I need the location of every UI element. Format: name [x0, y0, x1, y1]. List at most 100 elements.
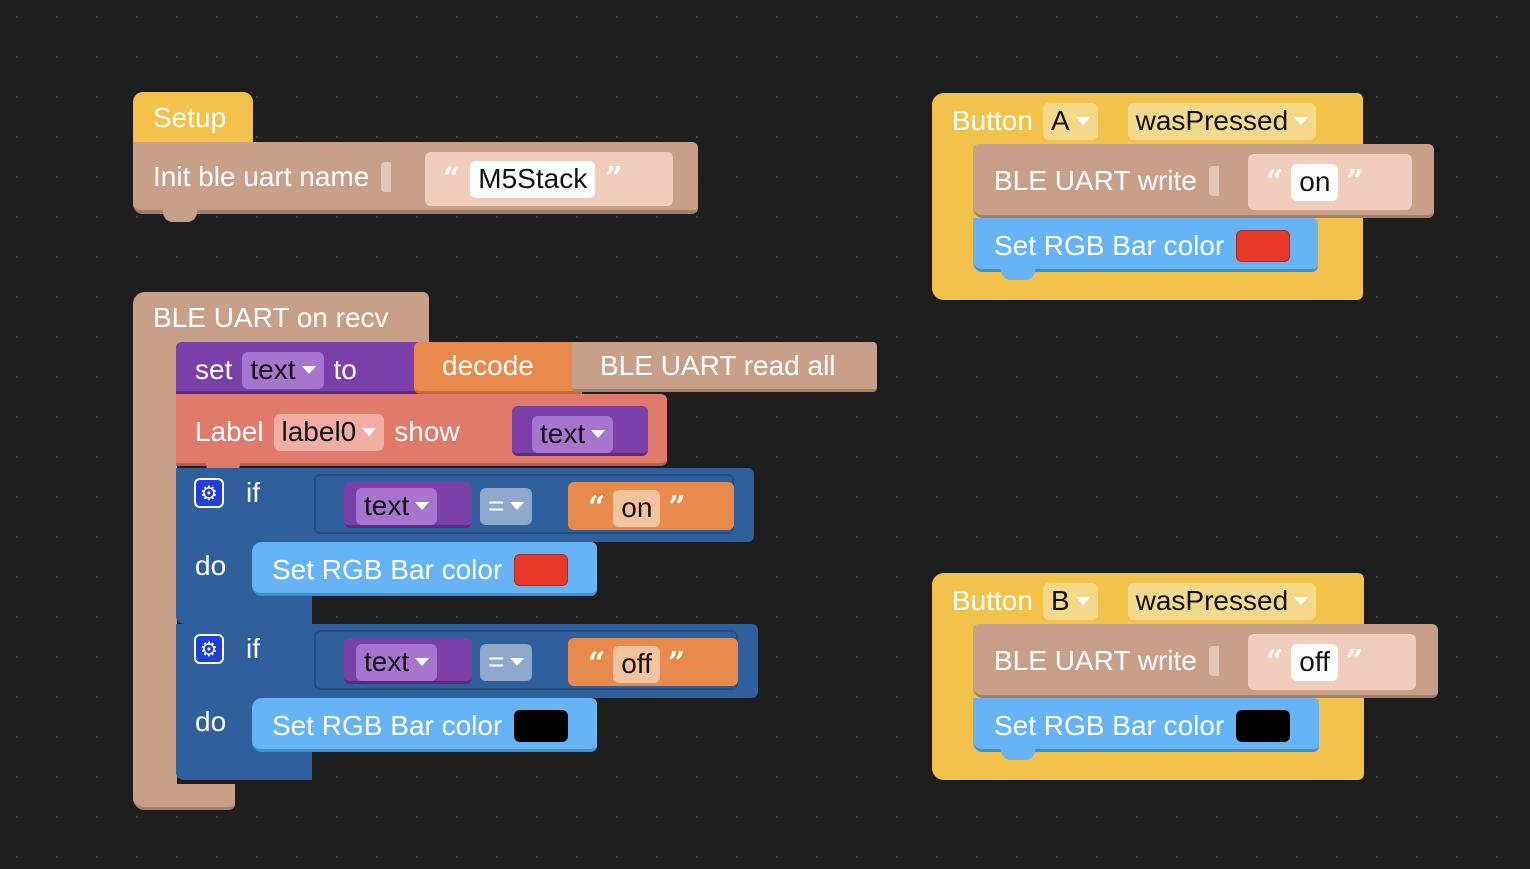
color-swatch-black[interactable] — [514, 710, 569, 742]
set-variable-block[interactable]: set text to — [176, 342, 426, 394]
event-select-value: wasPressed — [1135, 585, 1289, 616]
set-rgb-bar-color-text: Set RGB Bar color — [272, 554, 503, 585]
on-recv-label: BLE UART on recv — [153, 302, 389, 333]
connector-notch — [1001, 748, 1035, 760]
init-ble-uart-name-text: Init ble uart name — [153, 161, 370, 192]
compare-value-field[interactable]: off — [613, 646, 660, 683]
label-text: Label — [195, 416, 264, 448]
device-name-field[interactable]: M5Stack — [470, 161, 596, 198]
do-text: do — [195, 706, 227, 737]
chevron-down-icon — [415, 658, 430, 667]
setup-hat[interactable]: Setup — [133, 92, 253, 144]
ble-uart-write-block[interactable]: BLE UART write “ on ” — [973, 144, 1434, 218]
compare-value-field[interactable]: on — [613, 490, 661, 527]
text-variable-block[interactable]: text — [344, 638, 472, 684]
operator-dropdown[interactable]: = — [480, 488, 533, 525]
chevron-down-icon — [1075, 117, 1090, 126]
operator-value: = — [488, 490, 505, 521]
write-value-field[interactable]: on — [1291, 164, 1339, 201]
button-select-value: B — [1050, 585, 1070, 616]
compare-string-block[interactable]: “ on ” — [568, 482, 734, 530]
ble-uart-read-all-block[interactable]: BLE UART read all — [572, 342, 877, 392]
on-recv-hat[interactable] — [133, 292, 429, 344]
write-value-field[interactable]: off — [1291, 644, 1338, 681]
input-socket — [381, 162, 392, 192]
event-select-value: wasPressed — [1135, 105, 1289, 136]
set-rgb-bar-color-block[interactable]: Set RGB Bar color — [252, 542, 597, 596]
ble-uart-write-block[interactable]: BLE UART write “ off ” — [973, 624, 1438, 698]
open-quote-icon: “ — [1266, 644, 1284, 680]
chevron-down-icon — [415, 502, 430, 511]
compare-block[interactable]: text = “ off ” — [314, 630, 738, 690]
compare-string-block[interactable]: “ off ” — [568, 638, 738, 686]
variable-dropdown[interactable]: text — [532, 416, 614, 453]
on-recv-footer — [133, 784, 235, 810]
on-recv-spine — [133, 340, 177, 810]
close-quote-icon: ” — [1346, 164, 1364, 200]
gear-icon[interactable]: ⚙ — [194, 478, 224, 508]
to-text: to — [333, 354, 357, 386]
close-quote-icon: ” — [667, 646, 686, 682]
set-rgb-bar-color-block[interactable]: Set RGB Bar color — [973, 698, 1319, 760]
setup-label: Setup — [153, 102, 227, 133]
label-show-block[interactable]: Label label0 show text — [176, 394, 667, 474]
chevron-down-icon — [362, 428, 377, 437]
compare-block[interactable]: text = “ on ” — [314, 474, 734, 534]
chevron-down-icon — [1294, 597, 1309, 606]
write-value-string-block[interactable]: “ off ” — [1248, 634, 1416, 690]
text-variable-block[interactable]: text — [512, 406, 648, 456]
gear-icon[interactable]: ⚙ — [194, 634, 224, 664]
chevron-down-icon — [1294, 117, 1309, 126]
variable-name: text — [364, 646, 410, 677]
button-a-label: Button — [952, 105, 1033, 137]
chevron-down-icon — [510, 502, 525, 511]
close-quote-icon: ” — [668, 490, 686, 526]
operator-dropdown[interactable]: = — [480, 644, 533, 681]
input-socket — [1208, 646, 1219, 676]
color-swatch-red[interactable] — [514, 554, 569, 586]
set-rgb-bar-color-text: Set RGB Bar color — [272, 710, 503, 741]
variable-dropdown[interactable]: text — [242, 352, 324, 389]
if-text: if — [246, 633, 260, 664]
event-select-dropdown[interactable]: wasPressed — [1127, 583, 1317, 620]
ble-uart-read-all-text: BLE UART read all — [600, 350, 836, 381]
variable-name: text — [364, 490, 410, 521]
set-rgb-bar-color-text: Set RGB Bar color — [994, 230, 1225, 261]
variable-name: text — [250, 354, 296, 385]
connector-notch — [1001, 268, 1035, 280]
decode-text: decode — [442, 350, 534, 381]
if-text: if — [246, 477, 260, 508]
open-quote-icon: “ — [1266, 164, 1284, 200]
variable-dropdown[interactable]: text — [356, 644, 438, 681]
chevron-down-icon — [510, 658, 525, 667]
variable-dropdown[interactable]: text — [356, 488, 438, 525]
button-select-value: A — [1050, 105, 1070, 136]
color-swatch-red[interactable] — [1236, 230, 1291, 262]
set-rgb-bar-color-block[interactable]: Set RGB Bar color — [252, 698, 597, 752]
text-variable-block[interactable]: text — [344, 482, 472, 528]
set-rgb-bar-color-block[interactable]: Set RGB Bar color — [973, 218, 1318, 280]
variable-name: text — [540, 418, 586, 449]
write-value-string-block[interactable]: “ on ” — [1248, 154, 1412, 210]
label-dropdown[interactable]: label0 — [273, 414, 385, 451]
button-b-label: Button — [952, 585, 1033, 617]
color-swatch-black[interactable] — [1236, 710, 1291, 742]
open-quote-icon: “ — [588, 490, 606, 526]
chevron-down-icon — [591, 430, 606, 439]
chevron-down-icon — [301, 366, 316, 375]
operator-value: = — [488, 646, 505, 677]
init-ble-uart-name-block[interactable]: Init ble uart name “ M5Stack ” — [133, 142, 698, 222]
button-select-dropdown[interactable]: B — [1042, 583, 1098, 620]
close-quote-icon: ” — [1345, 644, 1364, 680]
show-text: show — [394, 416, 460, 448]
label-name: label0 — [281, 416, 357, 447]
event-select-dropdown[interactable]: wasPressed — [1127, 103, 1317, 140]
device-name-string-block[interactable]: “ M5Stack ” — [425, 152, 673, 206]
button-select-dropdown[interactable]: A — [1042, 103, 1098, 140]
decode-block[interactable]: decode — [414, 342, 582, 394]
ble-uart-write-text: BLE UART write — [994, 165, 1197, 196]
input-socket — [1208, 166, 1219, 196]
do-text: do — [195, 550, 227, 581]
set-rgb-bar-color-text: Set RGB Bar color — [994, 710, 1225, 741]
open-quote-icon: “ — [588, 646, 606, 682]
